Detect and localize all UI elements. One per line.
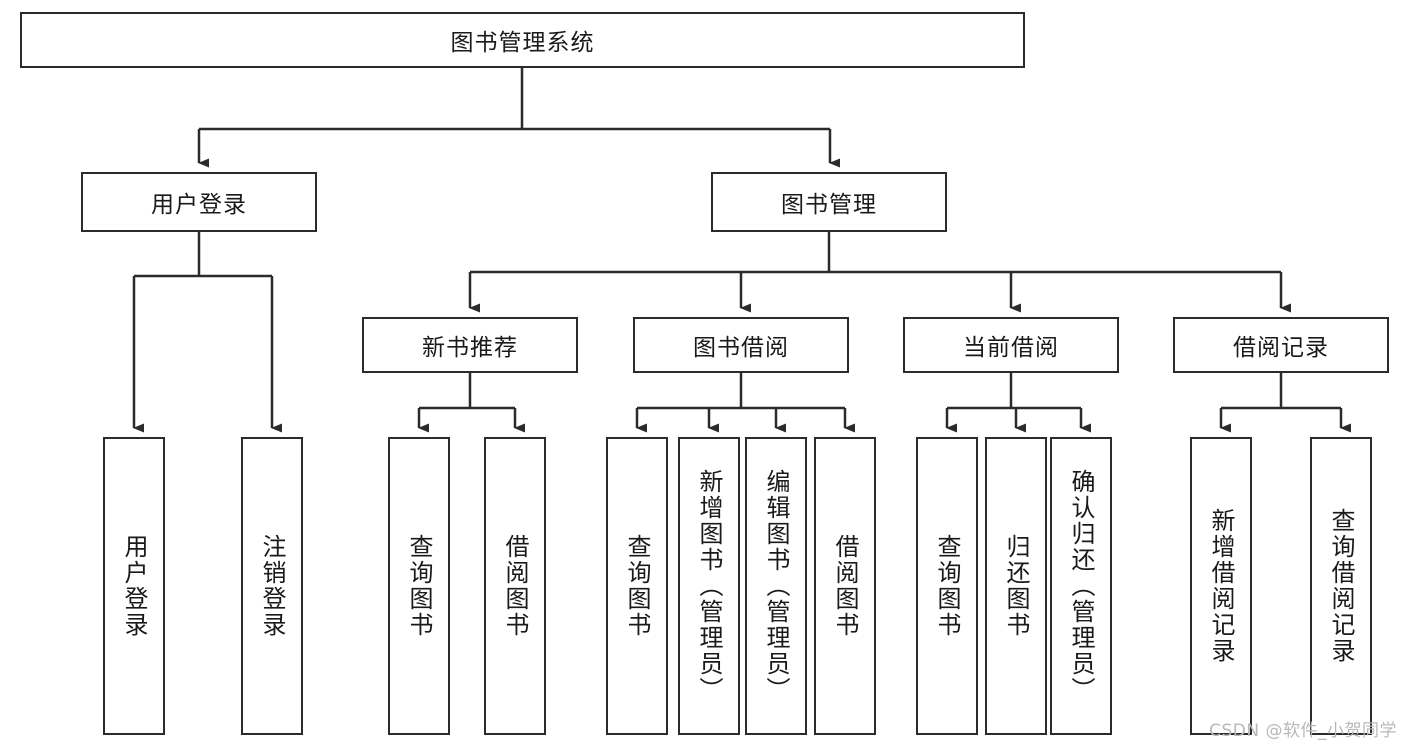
node-current-borrow[interactable]: 当前借阅 xyxy=(903,317,1119,373)
node-borrow-record-label: 借阅记录 xyxy=(1233,335,1329,361)
node-leaf-logout-label: 注销登录 xyxy=(258,534,286,638)
node-book-manage[interactable]: 图书管理 xyxy=(711,172,947,232)
node-leaf-user-login-label: 用户登录 xyxy=(120,534,148,638)
node-book-borrow[interactable]: 图书借阅 xyxy=(633,317,849,373)
node-leaf-borrow-book-1[interactable]: 借阅图书 xyxy=(484,437,546,735)
node-leaf-query-book-3[interactable]: 查询图书 xyxy=(916,437,978,735)
node-leaf-add-record-label: 新增借阅记录 xyxy=(1207,508,1235,664)
node-book-manage-label: 图书管理 xyxy=(781,192,877,218)
node-leaf-return-book[interactable]: 归还图书 xyxy=(985,437,1047,735)
node-leaf-user-login[interactable]: 用户登录 xyxy=(103,437,165,735)
node-root-label: 图书管理系统 xyxy=(450,30,595,56)
node-leaf-borrow-book-2[interactable]: 借阅图书 xyxy=(814,437,876,735)
node-leaf-query-record[interactable]: 查询借阅记录 xyxy=(1310,437,1372,735)
node-leaf-edit-book[interactable]: 编辑图书（管理员） xyxy=(745,437,807,735)
node-leaf-query-book-2[interactable]: 查询图书 xyxy=(606,437,668,735)
node-leaf-query-book-1[interactable]: 查询图书 xyxy=(388,437,450,735)
node-current-borrow-label: 当前借阅 xyxy=(963,335,1059,361)
node-leaf-query-record-label: 查询借阅记录 xyxy=(1327,508,1355,664)
node-new-book-rec-label: 新书推荐 xyxy=(422,335,518,361)
node-leaf-logout[interactable]: 注销登录 xyxy=(241,437,303,735)
node-new-book-rec[interactable]: 新书推荐 xyxy=(362,317,578,373)
node-root[interactable]: 图书管理系统 xyxy=(20,12,1025,68)
node-leaf-add-record[interactable]: 新增借阅记录 xyxy=(1190,437,1252,735)
node-leaf-add-book[interactable]: 新增图书（管理员） xyxy=(678,437,740,735)
node-leaf-query-book-3-label: 查询图书 xyxy=(933,534,961,638)
node-user-login-label: 用户登录 xyxy=(151,192,247,218)
node-leaf-query-book-1-label: 查询图书 xyxy=(405,534,433,638)
node-leaf-confirm-return-label: 确认归还（管理员） xyxy=(1067,469,1095,703)
node-leaf-borrow-book-1-label: 借阅图书 xyxy=(501,534,529,638)
node-leaf-return-book-label: 归还图书 xyxy=(1002,534,1030,638)
node-leaf-edit-book-label: 编辑图书（管理员） xyxy=(762,469,790,703)
node-book-borrow-label: 图书借阅 xyxy=(693,335,789,361)
node-borrow-record[interactable]: 借阅记录 xyxy=(1173,317,1389,373)
node-leaf-query-book-2-label: 查询图书 xyxy=(623,534,651,638)
watermark: CSDN @软件_小贺同学 xyxy=(1209,721,1397,741)
node-leaf-borrow-book-2-label: 借阅图书 xyxy=(831,534,859,638)
node-leaf-confirm-return[interactable]: 确认归还（管理员） xyxy=(1050,437,1112,735)
node-leaf-add-book-label: 新增图书（管理员） xyxy=(695,469,723,703)
node-user-login[interactable]: 用户登录 xyxy=(81,172,317,232)
